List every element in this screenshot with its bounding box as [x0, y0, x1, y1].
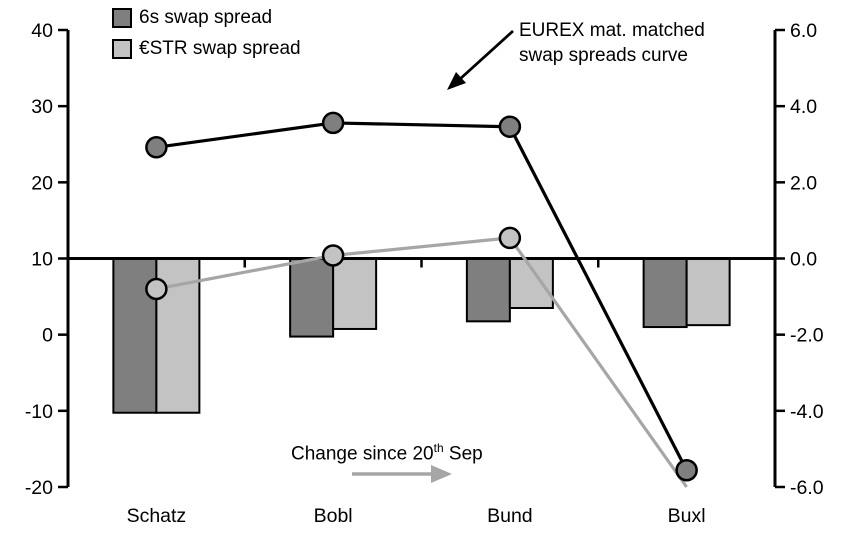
marker-str-swap-spread-curve-schatz: [145, 277, 168, 301]
right-axis-label-6: 6.0: [790, 20, 817, 42]
left-axis-label--10: -10: [25, 401, 53, 423]
marker-str-swap-spread-curve-bund: [498, 226, 522, 250]
legend-swatch-6s-icon: [112, 8, 132, 28]
left-axis-label-30: 30: [31, 96, 53, 118]
legend-label-6s: 6s swap spread: [139, 7, 273, 28]
right-axis-label-4: 4.0: [790, 96, 817, 118]
eurex-arrow-head-icon: [447, 72, 466, 90]
marker-6s-swap-spread-curve-bund: [498, 115, 522, 138]
right-axis-label-0: 0.0: [790, 249, 817, 271]
change-arrow-head-icon: [431, 465, 452, 483]
category-label-schatz: Schatz: [127, 505, 187, 527]
category-label-buxl: Buxl: [668, 505, 706, 527]
marker-6s-swap-spread-curve-schatz: [145, 136, 168, 159]
left-axis-label-10: 10: [31, 249, 53, 271]
legend: 6s swap spread €STR swap spread: [112, 8, 301, 70]
line-6s-swap-spread-curve: [156, 121, 689, 471]
right-axis-label--4: -4.0: [790, 401, 824, 423]
bar-str-swap-spread-buxl: [685, 257, 731, 327]
line-str-swap-spread-curve: [156, 236, 688, 488]
bar-6s-swap-spread-bobl: [289, 257, 335, 338]
change-annotation-text: Change since 20: [291, 443, 434, 465]
eurex-annotation-line2: swap spreads curve: [519, 45, 688, 66]
marker-6s-swap-spread-curve-buxl: [675, 458, 698, 482]
eurex-arrow: [459, 29, 514, 81]
bar-6s-swap-spread-bund: [465, 257, 511, 323]
category-label-bund: Bund: [487, 505, 533, 527]
left-axis-label-40: 40: [31, 20, 53, 42]
legend-item-estr: €STR swap spread: [112, 39, 301, 59]
eurex-annotation-line1: EUREX mat. matched: [519, 20, 705, 41]
marker-6s-swap-spread-curve-bobl: [321, 111, 345, 135]
left-axis-label-0: 0: [42, 325, 53, 347]
eurex-annotation: EUREX mat. matched swap spreads curve: [519, 18, 705, 68]
bar-str-swap-spread-bobl: [332, 257, 378, 330]
legend-item-6s: 6s swap spread: [112, 8, 301, 28]
change-annotation-sup: th: [433, 441, 444, 455]
right-axis-label--6: -6.0: [790, 477, 824, 499]
right-axis-label--2: -2.0: [790, 325, 824, 347]
bar-6s-swap-spread-buxl: [642, 257, 688, 329]
left-axis-label--20: -20: [25, 477, 53, 499]
change-annotation: Change since 20th Sep: [291, 441, 483, 465]
category-label-bobl: Bobl: [314, 505, 353, 527]
left-axis-label-20: 20: [31, 172, 53, 194]
marker-str-swap-spread-curve-bobl: [321, 244, 345, 267]
right-axis-label-2: 2.0: [790, 172, 817, 194]
change-annotation-suffix: Sep: [443, 443, 483, 465]
legend-swatch-estr-icon: [112, 39, 132, 59]
legend-label-estr: €STR swap spread: [139, 38, 301, 59]
